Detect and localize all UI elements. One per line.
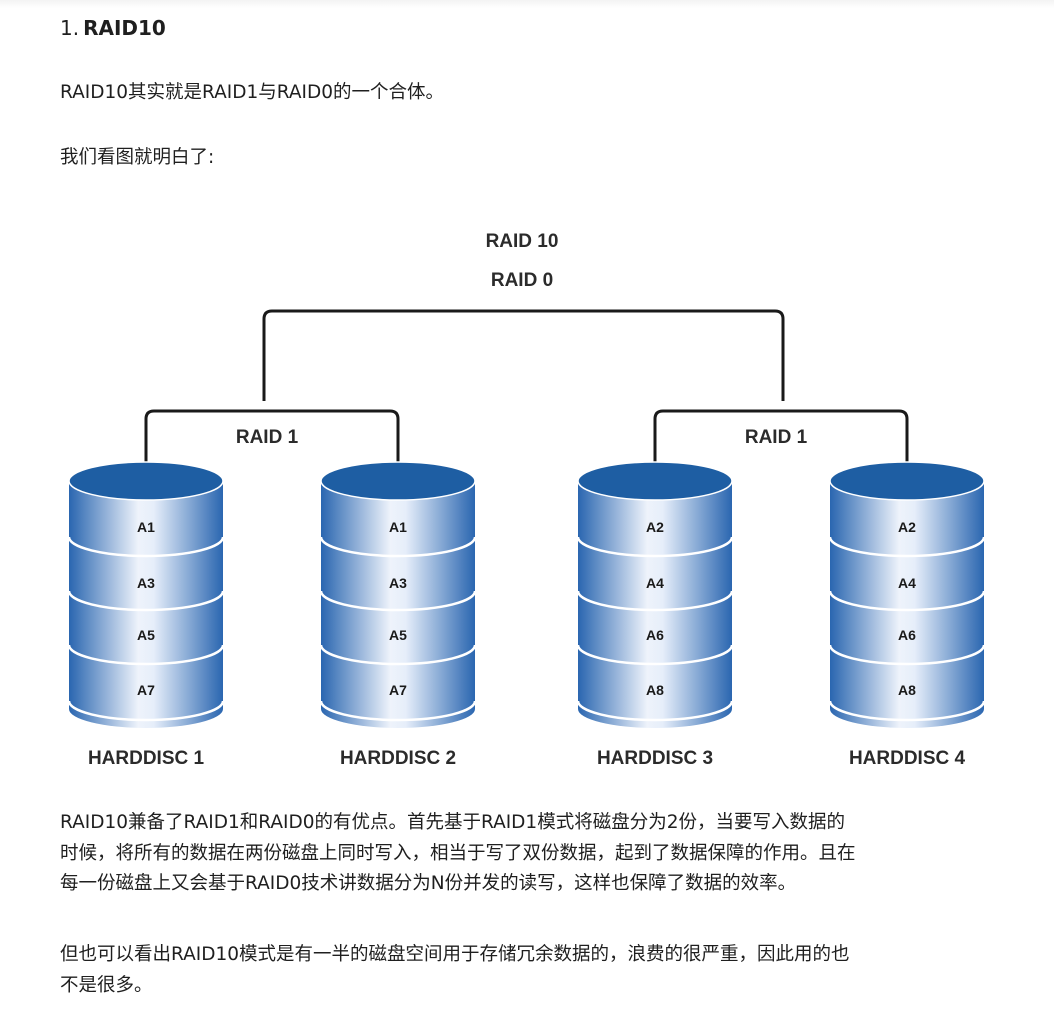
disk-top xyxy=(68,461,224,501)
disk-band-separator xyxy=(67,536,225,558)
raid1-right-label: RAID 1 xyxy=(745,427,808,448)
raid1-right-connector-line xyxy=(653,409,909,475)
disk-band-separator xyxy=(319,644,477,666)
disk-block-label: A8 xyxy=(898,682,916,698)
disk-block-label: A4 xyxy=(898,575,916,591)
disk-block-label: A6 xyxy=(646,627,664,643)
disk-band-separator xyxy=(576,700,734,722)
heading-title: RAID10 xyxy=(83,16,166,40)
top-shadow-bar xyxy=(0,0,1054,8)
disk-top xyxy=(577,461,733,501)
body-line-1: RAID10兼备了RAID1和RAID0的有优点。首先基于RAID1模式将磁盘分… xyxy=(60,812,845,833)
disk-block-label: A8 xyxy=(646,682,664,698)
body-line-3: 每一份磁盘上又会基于RAID0技术讲数据分为N份并发的读写，这样也保障了数据的效… xyxy=(60,873,797,894)
disk-band-separator xyxy=(828,644,986,666)
disk-band-separator xyxy=(319,700,477,722)
disk-block-label: A1 xyxy=(389,519,407,535)
raid1-left-connector-line xyxy=(144,409,400,475)
disk-band-separator xyxy=(576,644,734,666)
disk-name-label: HARDDISC 3 xyxy=(597,748,713,769)
disk-band-separator xyxy=(67,700,225,722)
raid0-connector-line xyxy=(262,309,785,401)
body-line-2: 时候，将所有的数据在两份磁盘上同时写入，相当于写了双份数据，起到了数据保障的作用… xyxy=(60,842,856,864)
disk-top xyxy=(829,461,985,501)
disk-block-label: A3 xyxy=(137,575,155,591)
raid1-left-label: RAID 1 xyxy=(236,427,299,448)
disk-block-label: A7 xyxy=(389,682,407,698)
disk-block-label: A6 xyxy=(898,627,916,643)
closing-line-2: 不是很多。 xyxy=(60,974,153,996)
diagram-title-raid0: RAID 0 xyxy=(491,270,553,291)
disk-body xyxy=(69,481,223,728)
disk-band-separator xyxy=(828,700,986,722)
disk-band-separator xyxy=(576,536,734,558)
disk-band-separator xyxy=(67,590,225,612)
intro-paragraph: RAID10其实就是RAID1与RAID0的一个合体。 xyxy=(60,82,444,103)
disk-band-separator xyxy=(67,644,225,666)
heading-number: 1. xyxy=(60,16,80,40)
disk-block-label: A4 xyxy=(646,575,664,591)
disk-name-label: HARDDISC 2 xyxy=(340,748,456,769)
disk-band-separator xyxy=(828,590,986,612)
closing-paragraph: 但也可以看出RAID10模式是有一半的磁盘空间用于存储冗余数据的，浪费的很严重，… xyxy=(60,940,1000,1001)
disk-top xyxy=(320,461,476,501)
disk-body xyxy=(578,481,732,728)
disk-block-label: A7 xyxy=(137,682,155,698)
disk-body xyxy=(321,481,475,728)
disk-band-separator xyxy=(828,536,986,558)
disk-body xyxy=(830,481,984,728)
see-figure-paragraph: 我们看图就明白了: xyxy=(60,147,215,168)
disk-block-label: A1 xyxy=(137,519,155,535)
disk-block-label: A5 xyxy=(389,627,407,643)
disk-band-separator xyxy=(319,536,477,558)
closing-line-1: 但也可以看出RAID10模式是有一半的磁盘空间用于存储冗余数据的，浪费的很严重，… xyxy=(60,944,850,965)
disk-block-label: A2 xyxy=(646,519,664,535)
disk-name-label: HARDDISC 4 xyxy=(849,748,966,769)
disk-block-label: A3 xyxy=(389,575,407,591)
disk-band-separator xyxy=(319,590,477,612)
disk-name-label: HARDDISC 1 xyxy=(88,748,205,769)
disk-block-label: A5 xyxy=(137,627,155,643)
raid10-diagram-svg: RAID 10 RAID 0 RAID 1 RAID 1 A1A3A5A7HAR… xyxy=(67,231,986,769)
disk-band-separator xyxy=(576,590,734,612)
disk-block-label: A2 xyxy=(898,519,916,535)
section-heading: 1.RAID10 xyxy=(60,14,166,42)
diagram-title-raid10: RAID 10 xyxy=(486,231,559,252)
body-paragraph: RAID10兼备了RAID1和RAID0的有优点。首先基于RAID1模式将磁盘分… xyxy=(60,808,1000,900)
